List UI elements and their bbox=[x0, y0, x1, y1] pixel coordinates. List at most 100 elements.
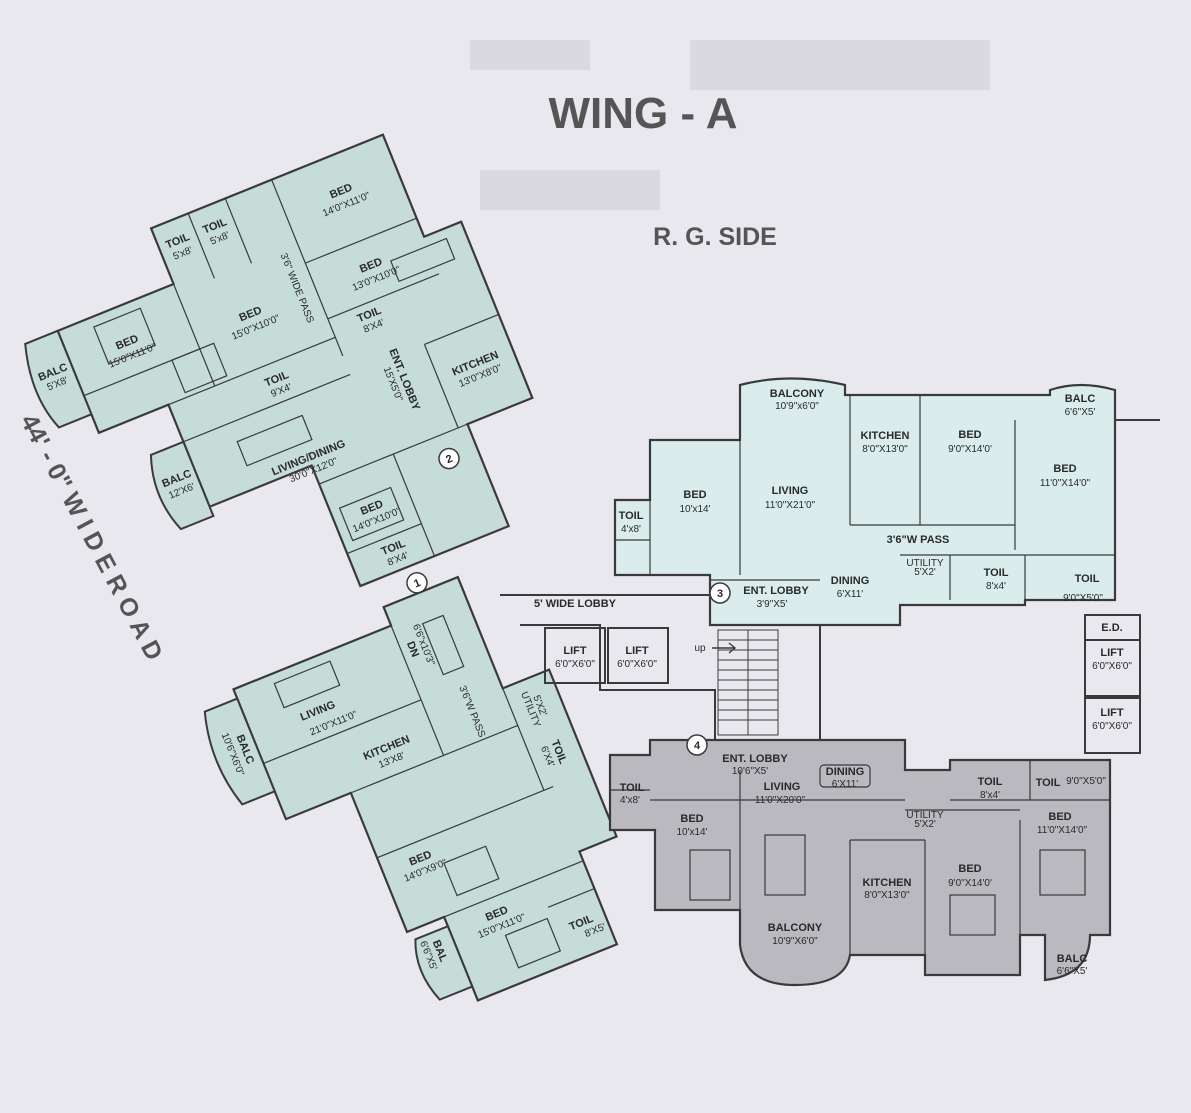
room-living-size: 11'0"X20'0" bbox=[755, 795, 806, 806]
dn-label: DN bbox=[404, 640, 421, 659]
stairs bbox=[717, 629, 779, 736]
room-balc-size: 6'6"X5' bbox=[1065, 407, 1096, 418]
room-toil-b-label: TOIL bbox=[978, 776, 1003, 788]
room-toil-c-size: 9'0"X5'0" bbox=[1063, 593, 1103, 604]
svg-text:6'0"X6'0": 6'0"X6'0" bbox=[1092, 721, 1132, 732]
room-dining-label: DINING bbox=[831, 575, 870, 587]
sofa bbox=[273, 660, 341, 709]
unit-marker-1-circle bbox=[406, 572, 428, 594]
bed-furniture-b bbox=[171, 342, 228, 394]
room-kitchen-label: KITCHEN bbox=[861, 430, 910, 442]
room-balcony-label: BALCONY bbox=[770, 388, 825, 400]
svg-text:LIFT: LIFT bbox=[1100, 707, 1123, 719]
room-kitchen-label: KITCHEN bbox=[863, 877, 912, 889]
room-balcony-label: BALCONY bbox=[768, 922, 823, 934]
svg-text:6'0"X6'0": 6'0"X6'0" bbox=[555, 659, 595, 670]
unit-1-balc-a bbox=[24, 329, 93, 429]
unit-2: 1 LIVING 21'0"X11'0" BALC 10'6"X6'0" DN … bbox=[203, 572, 619, 1002]
utility-size: 5'X2' bbox=[914, 567, 936, 578]
room-toil-b-label: TOIL bbox=[984, 567, 1009, 579]
room-lobby-label: ENT. LOBBY bbox=[722, 753, 788, 765]
lift-3 bbox=[1084, 639, 1141, 697]
unit-marker-4: 4 bbox=[694, 740, 701, 752]
room-balc-size: 6'6"X5' bbox=[1057, 966, 1088, 977]
room-dining-size: 6'X11' bbox=[832, 779, 859, 790]
unit-1-balc-b bbox=[149, 440, 215, 531]
room-toil-b-size: 8'x4' bbox=[980, 790, 1000, 801]
unit-marker-2-circle bbox=[438, 447, 460, 470]
unit-2-balc bbox=[203, 697, 277, 806]
lift-2 bbox=[607, 627, 669, 684]
unit-2-bal bbox=[414, 924, 474, 1001]
bed-furniture bbox=[443, 845, 500, 897]
room-kitchen-size: 8'0"X13'0" bbox=[864, 890, 910, 901]
svg-text:LIFT: LIFT bbox=[1100, 647, 1123, 659]
bed-furniture bbox=[1039, 849, 1086, 896]
background-marks bbox=[470, 40, 990, 210]
sofa bbox=[236, 414, 313, 467]
plan-subtitle: R. G. SIDE bbox=[653, 223, 777, 251]
room-bed-c-label: BED bbox=[958, 863, 981, 875]
unit-marker-3: 3 bbox=[717, 588, 723, 600]
stair-arrow bbox=[712, 642, 737, 654]
bed-furniture-c bbox=[338, 486, 405, 542]
plan-title: WING - A bbox=[549, 89, 738, 138]
bed-furniture bbox=[689, 849, 731, 901]
room-dining-size: 6'X11' bbox=[837, 589, 864, 600]
svg-text:LIFT: LIFT bbox=[625, 645, 648, 657]
room-balc-label: BALC bbox=[1065, 393, 1096, 405]
svg-text:6'0"X6'0": 6'0"X6'0" bbox=[617, 659, 657, 670]
room-toil-a-label: TOIL bbox=[620, 782, 645, 794]
unit-marker-1: 1 bbox=[412, 577, 422, 590]
bed-furniture bbox=[949, 894, 996, 936]
room-bed-b-label: BED bbox=[1048, 811, 1071, 823]
room-bed-a-label: BED bbox=[958, 429, 981, 441]
dining-table bbox=[389, 237, 456, 283]
svg-text:6'0"X6'0": 6'0"X6'0" bbox=[1092, 661, 1132, 672]
room-toil-a-label: TOIL bbox=[619, 510, 644, 522]
living-sofa bbox=[764, 834, 806, 896]
room-bed-a-label: BED bbox=[680, 813, 703, 825]
room-bed-a-size: 10'x14' bbox=[676, 827, 707, 838]
room-bed-b-size: 11'0"X14'0" bbox=[1040, 478, 1091, 489]
lobby-label: 5' WIDE LOBBY bbox=[534, 598, 617, 610]
room-toil-b-size: 8'x4' bbox=[986, 581, 1006, 592]
pass-label: 3'6"W PASS bbox=[887, 534, 950, 546]
room-bed-c-size: 10'x14' bbox=[679, 504, 710, 515]
dining-table bbox=[421, 614, 465, 676]
room-balcony-size: 10'9"x6'0" bbox=[775, 401, 819, 412]
utility-label: UTILITY bbox=[906, 558, 944, 569]
room-bed-a-size: 9'0"X14'0' bbox=[948, 444, 992, 455]
dining-table bbox=[819, 764, 871, 788]
room-lobby-size: 10'6"X5' bbox=[732, 766, 768, 777]
room-toil-c-size: 9'0"X5'0" bbox=[1066, 776, 1106, 787]
unit-marker-2: 2 bbox=[444, 453, 454, 466]
room-living-label: LIVING bbox=[772, 485, 809, 497]
room-kitchen-size: 8'0"X13'0" bbox=[862, 444, 908, 455]
room-lobby-size: 3'9"X5' bbox=[757, 599, 788, 610]
room-bed-b-label: BED bbox=[1053, 463, 1076, 475]
utility-size: 5'X2' bbox=[914, 819, 936, 830]
unit-4: 4 ENT. LOBBY 10'6"X5' TOIL 4'x8' DINING … bbox=[608, 734, 1112, 987]
room-bed-c-label: BED bbox=[683, 489, 706, 501]
room-bed-c-size: 9'0"X14'0' bbox=[948, 878, 992, 889]
room-balcony-size: 10'9"X6'0" bbox=[772, 936, 818, 947]
unit-1-outline bbox=[56, 133, 534, 588]
lift-1 bbox=[544, 627, 606, 684]
unit-1: BALC 5'X8' BED 15'0"X11'0" TOIL 5'x8' TO… bbox=[24, 133, 534, 588]
svg-text:LIFT: LIFT bbox=[563, 645, 586, 657]
unit-2-outline bbox=[232, 575, 619, 1002]
bed-furniture-a bbox=[93, 307, 156, 365]
lift-4 bbox=[1084, 697, 1141, 754]
room-toil-c-label: TOIL bbox=[1075, 573, 1100, 585]
unit-3-outline bbox=[613, 377, 1117, 627]
stair-up-label: up bbox=[694, 643, 706, 654]
room-dining-label: DINING bbox=[826, 766, 865, 778]
room-balc-label: BALC bbox=[1057, 953, 1088, 965]
room-toil-a-size: 4'x8' bbox=[620, 795, 640, 806]
utility-label: UTILITY bbox=[906, 810, 944, 821]
bed-furniture bbox=[504, 917, 562, 969]
unit-marker-3-circle bbox=[709, 582, 731, 604]
room-toil-c-label: TOIL bbox=[1036, 777, 1061, 789]
room-living-size: 11'0"X21'0" bbox=[765, 500, 816, 511]
